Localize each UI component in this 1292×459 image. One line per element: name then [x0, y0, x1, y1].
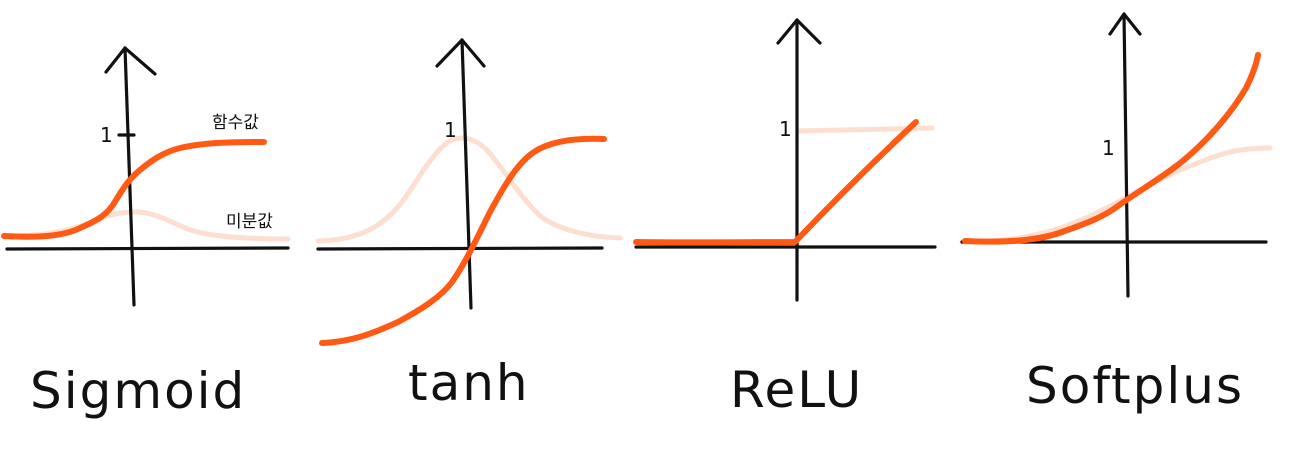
softplus-tick-label: 1	[1102, 136, 1115, 160]
panel-sigmoid: 1 함수값 미분값 Sigmoid	[1, 46, 291, 420]
panel-softplus: 1 Softplus	[959, 12, 1273, 415]
tanh-x-axis	[316, 246, 604, 251]
relu-function-curve	[633, 119, 919, 246]
panel-relu: 1 ReLU	[633, 18, 937, 419]
tanh-y-axis	[460, 38, 473, 310]
tanh-name-label: tanh	[408, 354, 530, 412]
panel-tanh: 1 tanh	[315, 38, 623, 412]
softplus-y-arrowhead	[1108, 12, 1142, 36]
function-value-label: 함수값	[212, 113, 259, 133]
softplus-function-curve	[962, 52, 1261, 245]
softplus-name-label: Softplus	[1026, 357, 1244, 415]
tanh-y-arrowhead	[435, 38, 486, 68]
sigmoid-x-axis	[5, 246, 290, 251]
sigmoid-name-label: Sigmoid	[30, 362, 246, 420]
relu-name-label: ReLU	[730, 361, 863, 419]
tanh-derivative-curve	[315, 135, 623, 244]
tanh-tick-label: 1	[444, 118, 457, 142]
derivative-value-label: 미분값	[226, 212, 273, 232]
tanh-function-curve	[319, 135, 607, 346]
relu-derivative-curve	[795, 125, 935, 134]
softplus-derivative-curve	[959, 145, 1273, 245]
sigmoid-function-curve	[1, 139, 267, 240]
sigmoid-y-arrowhead	[104, 46, 157, 76]
softplus-y-axis	[1122, 12, 1130, 298]
sigmoid-tick-label: 1	[100, 123, 113, 147]
relu-y-arrowhead	[776, 18, 822, 45]
relu-tick-label: 1	[779, 117, 792, 141]
